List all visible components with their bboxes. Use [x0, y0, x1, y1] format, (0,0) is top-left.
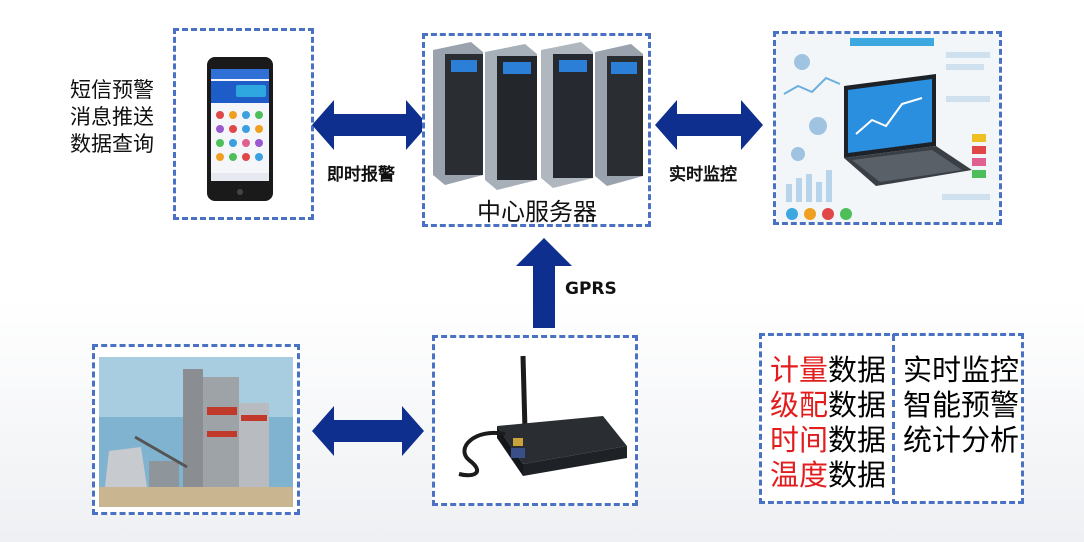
- left-text-line-2: 消息推送: [70, 105, 154, 129]
- feature-smart-warning: 智能预警: [903, 388, 1020, 422]
- data-item-black-text: 数据: [828, 423, 887, 457]
- data-item-red-text: 时间: [770, 423, 829, 457]
- data-item-temperature: 温度数据: [770, 457, 886, 493]
- monitoring-panel: [773, 31, 1002, 225]
- feature-statistics: 统计分析: [903, 423, 1020, 457]
- bidirectional-arrow-bottom: [312, 406, 424, 456]
- data-item-red-text: 温度: [770, 458, 829, 492]
- mobile-app-panel: [173, 28, 314, 220]
- smartphone-icon: [207, 57, 273, 201]
- upward-arrow: [516, 238, 572, 328]
- data-box-divider: [892, 334, 895, 503]
- data-item-red-text: 计量: [770, 353, 829, 387]
- server-label: 中心服务器: [477, 198, 597, 226]
- left-text-line-1: 短信预警: [70, 78, 154, 102]
- alarm-label: 即时报警: [327, 165, 395, 185]
- left-text-line-3: 数据查询: [70, 132, 154, 156]
- gprs-label: GPRS: [565, 279, 617, 299]
- bidirectional-arrow-left: [312, 100, 428, 150]
- feature-realtime-monitor: 实时监控: [903, 353, 1020, 387]
- gprs-module-panel: [432, 335, 638, 506]
- mixing-plant-panel: [92, 344, 300, 515]
- data-item-metering: 计量数据: [770, 352, 886, 388]
- gprs-modem-icon: [458, 355, 627, 478]
- data-item-black-text: 数据: [828, 458, 887, 492]
- data-item-gradation: 级配数据: [770, 387, 886, 423]
- bidirectional-arrow-right: [655, 100, 763, 150]
- data-item-black-text: 数据: [828, 388, 887, 422]
- data-item-red-text: 级配: [770, 388, 829, 422]
- asphalt-plant-icon: [95, 347, 297, 512]
- data-item-black-text: 数据: [828, 353, 887, 387]
- server-tower-icon: [433, 42, 643, 190]
- data-item-time: 时间数据: [770, 422, 886, 458]
- monitor-label: 实时监控: [669, 165, 737, 185]
- data-summary-panel: [759, 333, 1024, 504]
- laptop-dashboard-icon: [776, 34, 999, 222]
- central-server-panel: 中心服务器: [422, 33, 651, 227]
